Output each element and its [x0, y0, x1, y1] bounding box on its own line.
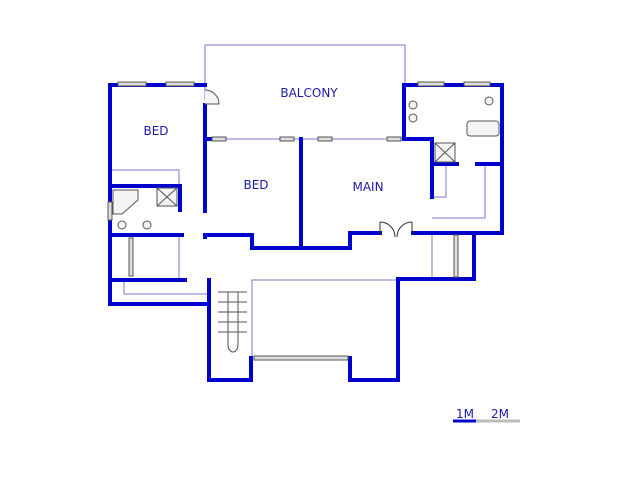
fixtures	[112, 96, 500, 353]
windows	[107, 81, 491, 361]
room-label-bed-1: BED	[143, 124, 169, 138]
scale-label-2m: 2M	[491, 407, 509, 421]
walls	[108, 83, 504, 382]
room-label-bed-2: BED	[243, 178, 269, 192]
room-label-main: MAIN	[352, 180, 384, 194]
room-label-balcony: BALCONY	[280, 86, 338, 100]
scale-label-1m: 1M	[456, 407, 474, 421]
doors	[204, 89, 413, 238]
thin-lines	[110, 44, 486, 380]
